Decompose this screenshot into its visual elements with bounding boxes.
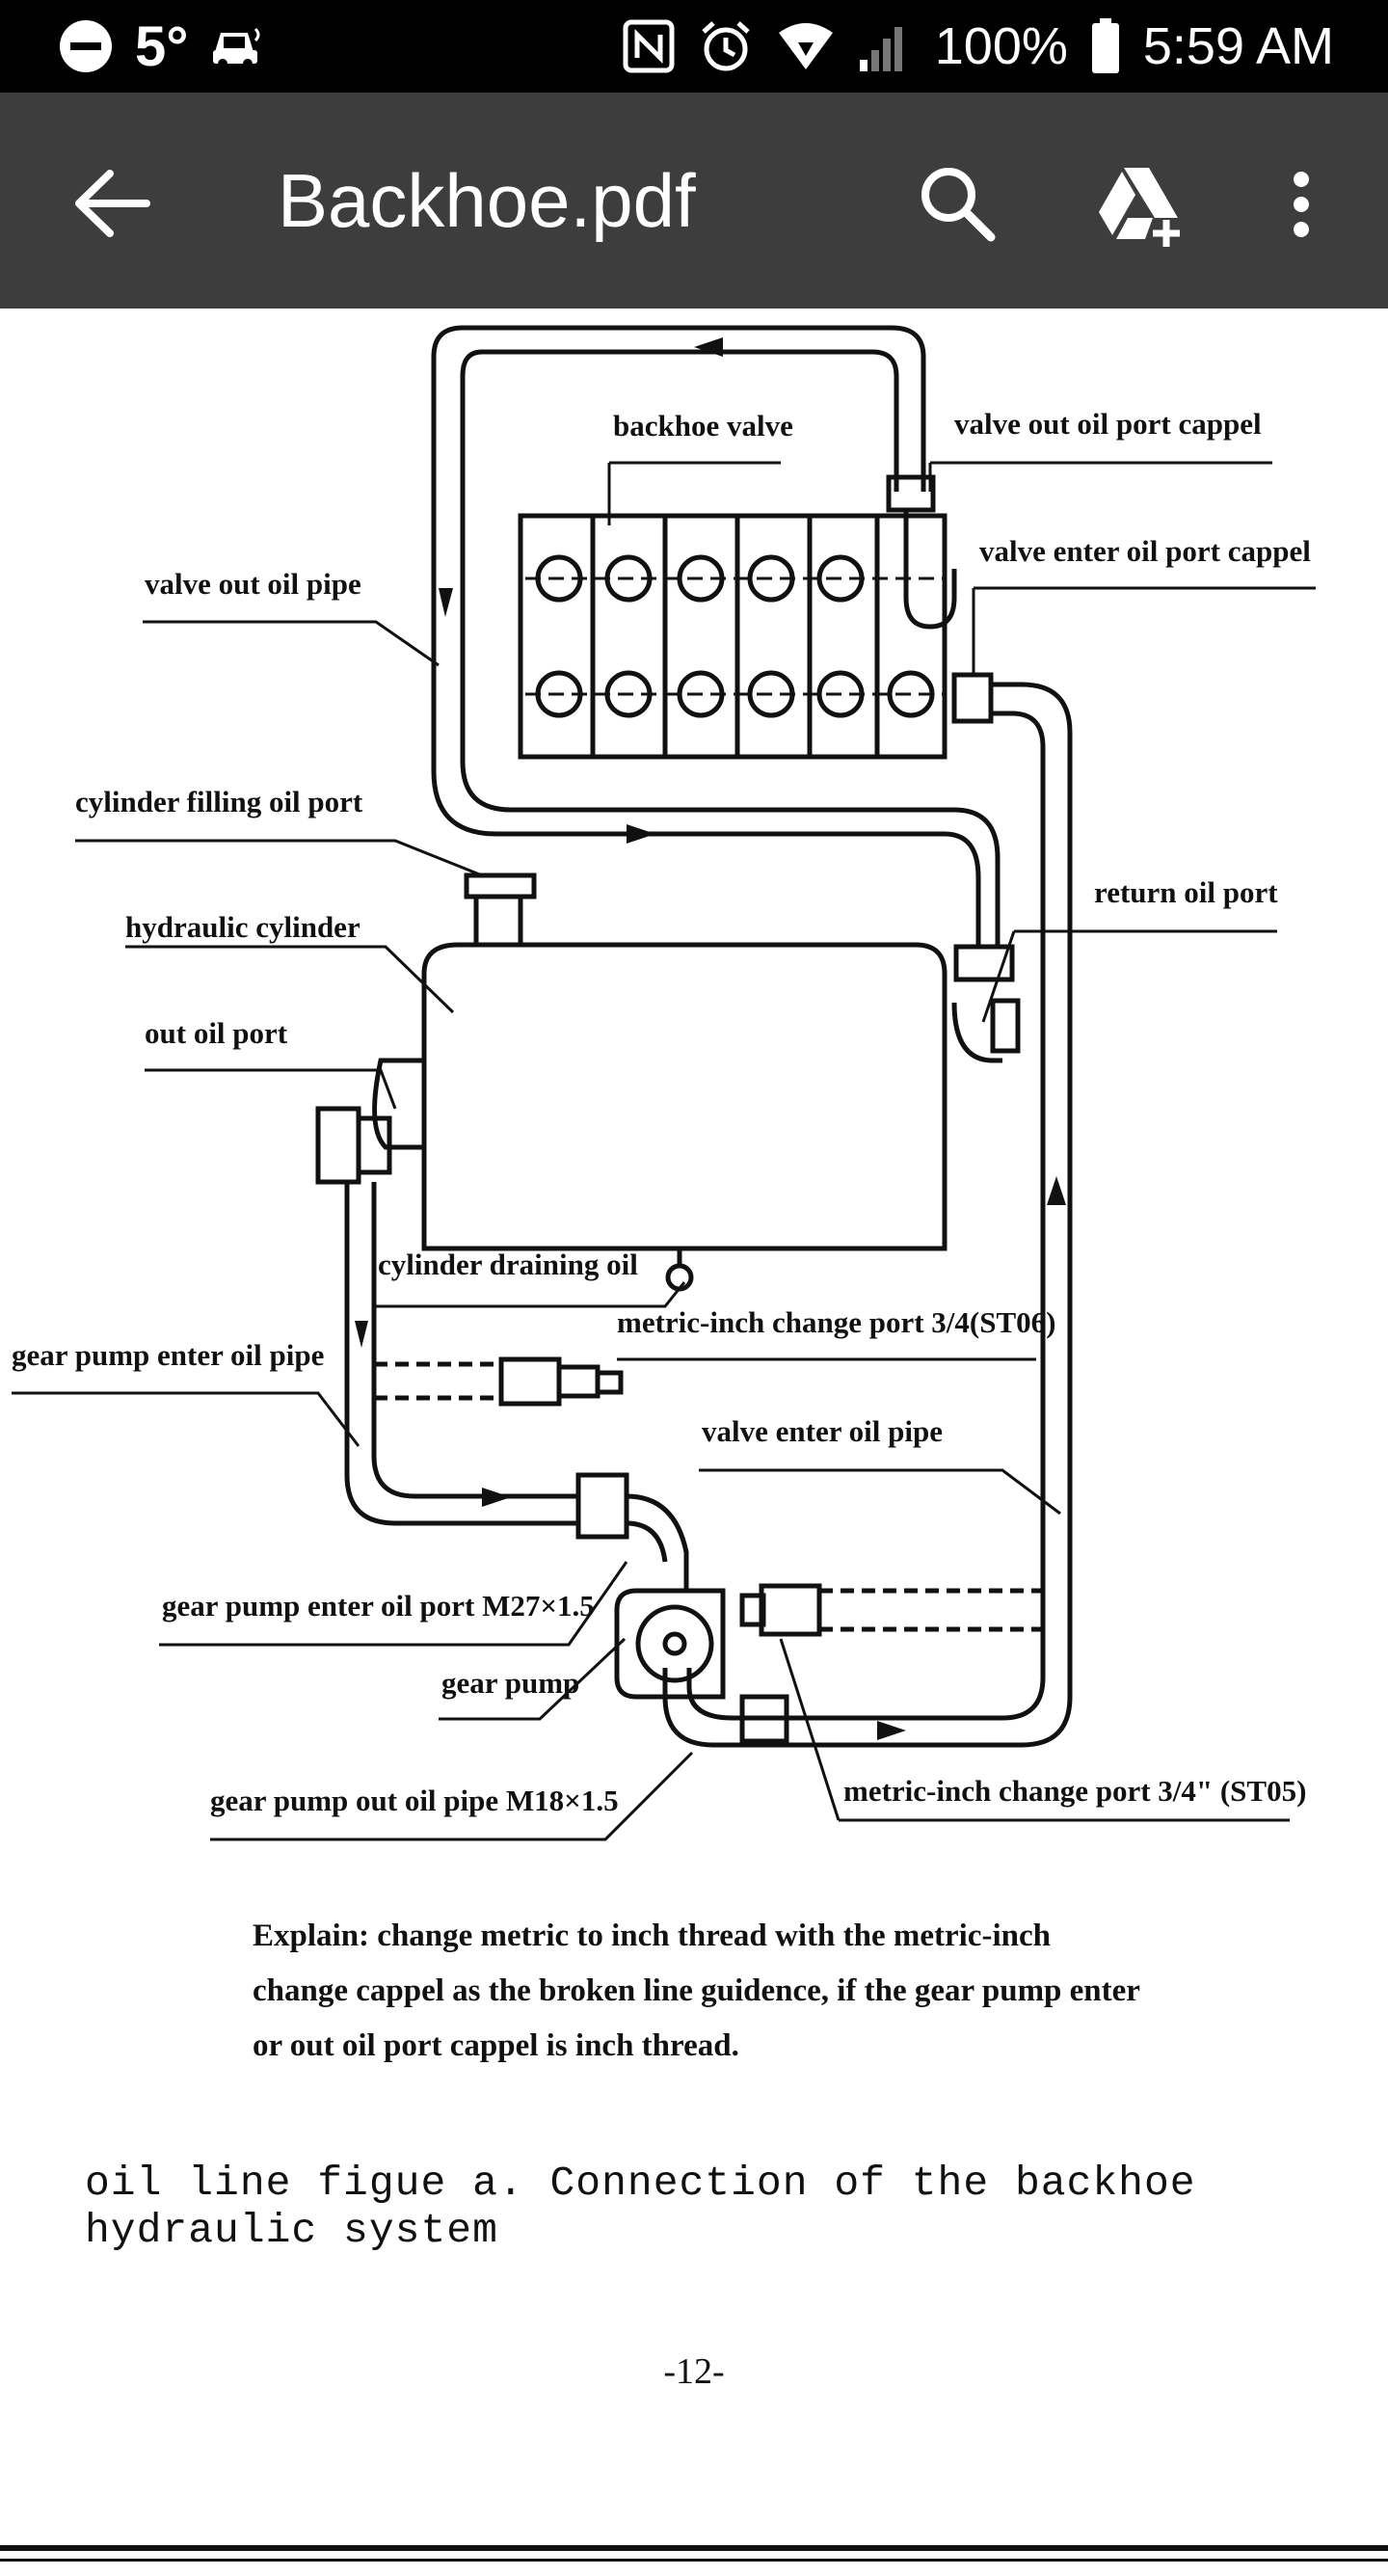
valve-enter-oil-pipe [662,682,1073,1748]
explain-line: change cappel as the broken line guidenc… [253,1973,1140,2008]
label-valve-enter-oil-port-cappel: valve enter oil port cappel [979,534,1311,568]
label-valve-out-oil-port-cappel: valve out oil port cappel [954,407,1262,441]
signal-icon [859,27,902,71]
page-number: -12- [663,2351,725,2392]
battery-icon [1091,18,1119,73]
clock: 5:59 AM [1142,17,1334,75]
wifi-icon [778,23,833,69]
label-cylinder-draining-oil: cylinder draining oil [378,1248,638,1281]
nfc-icon [623,19,675,73]
alarm-icon [702,21,750,71]
divider [0,2559,1388,2562]
explain-note: Explain: change metric to inch thread wi… [253,1909,1197,2074]
valve-out-oil-pipe [431,325,981,945]
app-bar: Backhoe.pdf [0,93,1388,309]
pdf-page[interactable]: backhoe valve valve out oil port cappel … [0,309,1388,2576]
backhoe-valve-block [518,513,948,760]
gear-pump-enter-oil-pipe [344,1182,578,1526]
label-out-oil-port: out oil port [145,1016,288,1050]
label-gear-pump-enter-oil-pipe: gear pump enter oil pipe [12,1338,324,1372]
divider [0,2545,1388,2551]
drive-add-icon[interactable] [1095,158,1188,251]
back-arrow-icon[interactable] [67,160,154,247]
explain-line: Explain: change metric to inch thread wi… [253,1919,1051,1953]
gear-pump [614,1588,726,1700]
document-title: Backhoe.pdf [278,158,696,243]
explain-line: or out oil port cappel is inch thread. [253,2028,739,2063]
hydraulic-cylinder [421,942,948,1251]
label-cylinder-filling-oil-port: cylinder filling oil port [75,785,363,818]
label-return-oil-port: return oil port [1094,875,1278,909]
label-gear-pump: gear pump [441,1666,579,1700]
car-icon [213,27,260,68]
status-bar: 5° 100% [0,0,1388,93]
label-metric-inch-change-port-st05: metric-inch change port 3/4" (ST05) [843,1774,1306,1808]
more-vert-icon[interactable] [1272,158,1330,251]
hydraulic-diagram: backhoe valve valve out oil port cappel … [12,325,1316,1841]
figure-caption: oil line figue a. Connection of the back… [85,2160,1196,2254]
label-gear-pump-enter-oil-port: gear pump enter oil port M27×1.5 [162,1589,595,1623]
label-gear-pump-out-oil-pipe: gear pump out oil pipe M18×1.5 [210,1784,619,1817]
label-valve-enter-oil-pipe: valve enter oil pipe [702,1414,943,1448]
do-not-disturb-icon [60,20,112,72]
label-metric-inch-change-port-st06: metric-inch change port 3/4(ST06) [617,1305,1055,1339]
search-icon[interactable] [916,162,997,243]
label-backhoe-valve: backhoe valve [613,409,793,443]
label-hydraulic-cylinder: hydraulic cylinder [125,910,360,944]
label-valve-out-oil-pipe: valve out oil pipe [145,567,361,601]
battery-percent: 100% [934,17,1068,75]
temperature: 5° [135,14,189,78]
